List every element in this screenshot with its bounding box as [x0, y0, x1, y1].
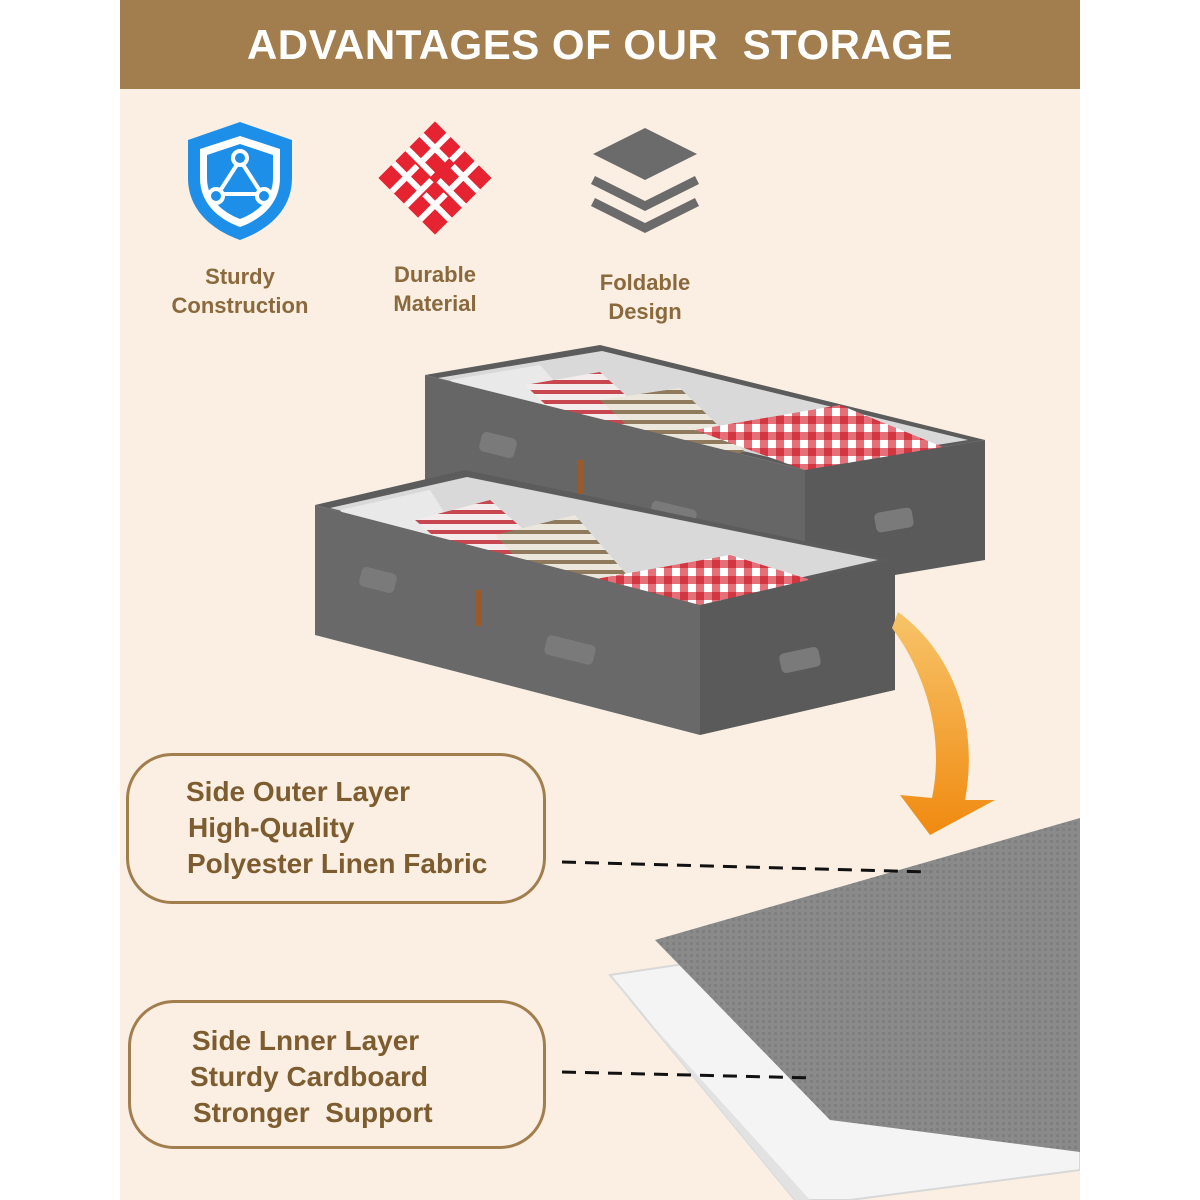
callout-outer-layer: Side Outer Layer High-Quality Polyester … [126, 753, 546, 904]
curved-arrow-icon [892, 612, 995, 835]
callout-outer-line-1: Side Outer Layer [186, 776, 411, 807]
woven-fabric-icon [378, 121, 492, 235]
layers-icon [590, 128, 700, 234]
leader-line-inner [561, 1070, 816, 1080]
feature-label-sturdy: Sturdy Construction [171, 264, 309, 318]
feature-foldable-design: Foldable Design [555, 124, 735, 326]
shield-icon [188, 122, 292, 240]
storage-bag-front [315, 470, 895, 735]
leader-line-outer [561, 860, 931, 874]
callout-outer-line-3: Polyester Linen Fabric [187, 848, 488, 879]
callout-inner-line-3: Stronger Support [193, 1097, 433, 1128]
feature-sturdy-construction: Sturdy Construction [150, 118, 330, 320]
product-illustration [315, 345, 1080, 1200]
feature-durable-material: Durable Material [345, 116, 525, 318]
callout-inner-line-2: Sturdy Cardboard [190, 1061, 429, 1092]
callout-inner-line-1: Side Lnner Layer [192, 1025, 420, 1056]
callout-outer-line-2: High-Quality [188, 812, 355, 843]
fabric-layer [655, 818, 1080, 1152]
product-panel: ADVANTAGES OF OUR STORAGE Sturdy Constru… [120, 0, 1080, 1200]
banner-title: ADVANTAGES OF OUR STORAGE [246, 20, 954, 68]
callout-inner-layer: Side Lnner Layer Sturdy Cardboard Strong… [128, 1000, 546, 1149]
feature-label-durable: Durable Material [393, 262, 477, 316]
header-banner: ADVANTAGES OF OUR STORAGE [120, 0, 1080, 89]
feature-label-foldable: Foldable Design [599, 270, 691, 324]
